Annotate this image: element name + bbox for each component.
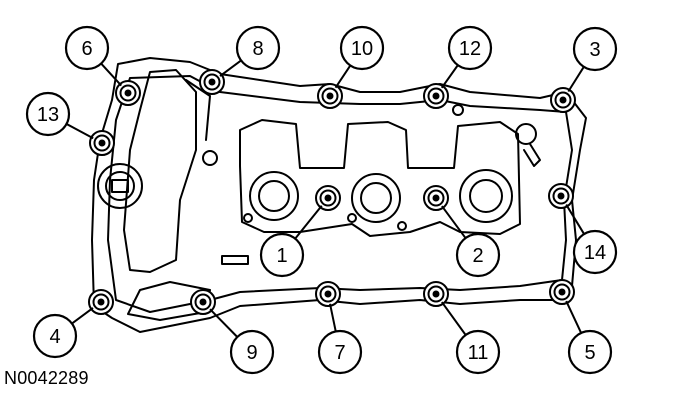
bolt-4 [88,289,114,315]
leader-lines [66,59,585,338]
leader-line-13 [66,123,94,140]
callout-number: 12 [459,38,481,60]
bolt-6 [115,80,141,106]
bolt-12 [423,83,449,109]
plug-well-1 [249,171,299,221]
callout-number: 9 [246,342,257,364]
callout-6: 6 [64,25,110,71]
callout-number: 4 [49,326,60,348]
callout-14: 14 [572,229,618,275]
callout-number: 10 [351,38,373,60]
callout-number: 7 [334,342,345,364]
bolt-7 [315,281,341,307]
leader-line-6 [100,62,123,87]
bolt-3 [550,87,576,113]
bolt-13 [89,130,115,156]
callout-1: 1 [259,232,305,278]
plug-well-frame [239,119,521,237]
callout-number: 2 [472,245,483,267]
callout-number: 1 [276,245,287,267]
callout-number: 11 [468,342,489,364]
callout-8: 8 [235,25,281,71]
callout-number: 5 [584,342,595,364]
leader-line-11 [441,301,467,336]
bolts [88,69,576,315]
callout-2: 2 [455,232,501,278]
bolt-1 [315,185,341,211]
leader-line-7 [329,303,337,332]
callout-number: 3 [589,39,600,61]
oil-filler-cap [97,163,143,209]
bolt-5 [549,279,575,305]
leader-line-1 [294,205,323,240]
callout-7: 7 [317,329,363,375]
leader-line-12 [440,64,459,89]
bolt-11 [423,281,449,307]
sensor [515,123,537,145]
callout-9: 9 [229,329,275,375]
leader-line-14 [565,204,585,235]
plug-well-3 [459,169,513,223]
leader-line-4 [71,307,94,325]
leader-line-2 [441,205,467,239]
figure-id: N0042289 [4,368,89,388]
callout-13: 13 [25,91,71,137]
bolt-9 [190,289,216,315]
bolt-2 [423,185,449,211]
leader-line-5 [565,300,583,334]
leader-line-8 [219,59,242,77]
callout-10: 10 [339,25,385,71]
callout-number: 6 [81,38,92,60]
leader-line-3 [567,66,585,93]
callout-4: 4 [32,313,78,359]
bolt-8 [199,69,225,95]
callout-3: 3 [572,26,618,72]
bolt-10 [317,83,343,109]
leader-line-9 [209,308,239,338]
leader-line-10 [334,64,352,89]
callout-number: 14 [584,242,606,264]
bolt-14 [548,183,574,209]
callout-number: 13 [37,104,59,126]
callout-12: 12 [447,25,493,71]
callout-number: 8 [252,38,263,60]
callout-5: 5 [567,329,613,375]
left-housing [123,69,197,273]
callout-11: 11 [455,329,501,375]
plug-well-2 [351,173,401,223]
